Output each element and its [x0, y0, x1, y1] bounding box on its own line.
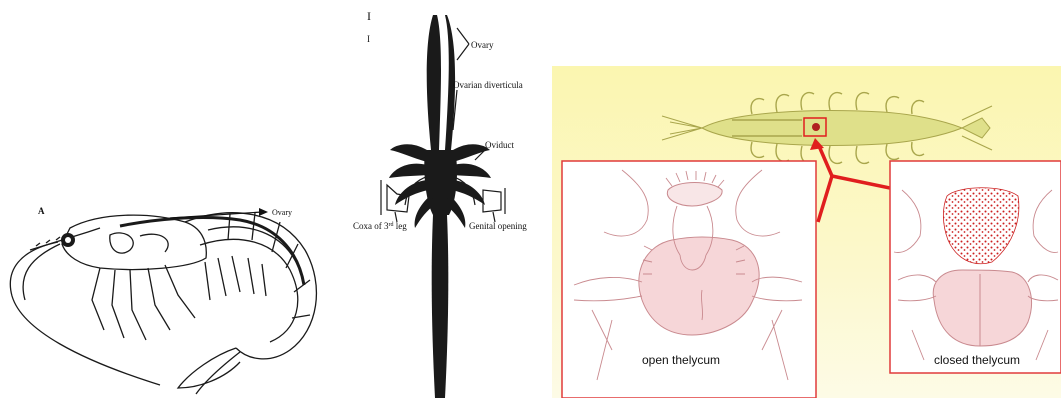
header-glyph-top: I — [367, 9, 371, 23]
ovary-posterior-tube — [432, 215, 449, 398]
header-glyph-bottom: I — [367, 34, 370, 44]
abdomen-dorsal — [185, 213, 316, 359]
thelycum-figure: open thelycum closed thelycum — [552, 0, 1061, 398]
shrimp-side-view-panel: A Ovary — [0, 0, 345, 398]
ovarian-diverticula-label: Ovarian diverticula — [453, 80, 523, 90]
thelycum-panel: open thelycum closed thelycum — [552, 0, 1061, 398]
abdomen-ventral — [200, 239, 298, 342]
coxa-right — [483, 190, 501, 212]
ovary-anterior-lobe-left — [427, 15, 441, 150]
ovary-dorsal-figure: I I — [345, 0, 545, 398]
closed-thelycum-caption: closed thelycum — [934, 353, 1020, 367]
open-thelycum-caption: open thelycum — [642, 353, 720, 367]
oviduct-label: Oviduct — [485, 140, 514, 150]
tail-fan — [178, 348, 240, 388]
ovary-label: Ovary — [272, 208, 292, 217]
ovary-band — [120, 218, 304, 285]
ovary-dorsal-panel: I I — [345, 0, 545, 398]
coxa-label: Coxa of 3rd leg — [353, 221, 407, 231]
genital-opening-label: Genital opening — [469, 221, 527, 231]
ovary-label: Ovary — [471, 40, 494, 50]
ovary-pointer-arrowhead — [259, 208, 268, 216]
shrimp-side-view-figure: A Ovary — [0, 0, 345, 398]
figure-letter: A — [38, 206, 45, 216]
